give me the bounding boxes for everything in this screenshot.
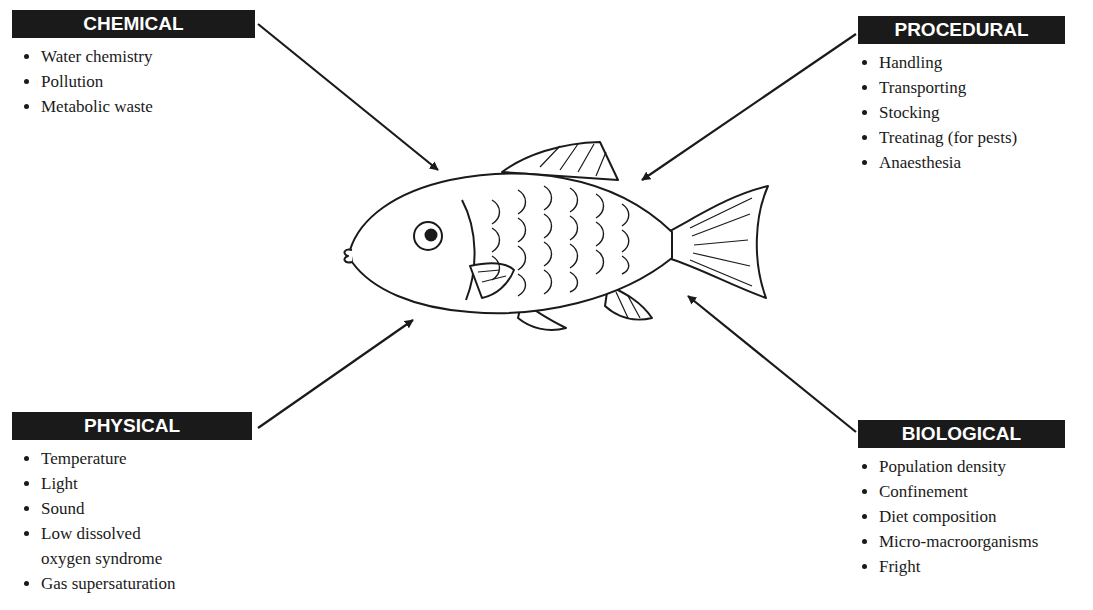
header-text: CHEMICAL — [83, 13, 183, 35]
factor-item: Stocking — [862, 100, 1065, 125]
factor-text: Fright — [879, 554, 921, 579]
factor-item: Diet composition — [862, 504, 1065, 529]
factor-item: Light — [24, 471, 252, 496]
factor-list: Water chemistryPollutionMetabolic waste — [24, 44, 255, 119]
factor-text: Low dissolved oxygen syndrome — [41, 521, 166, 571]
factor-text: Water chemistry — [41, 44, 152, 69]
factor-text: Gas supersaturation — [41, 571, 176, 596]
header-text: PHYSICAL — [84, 415, 180, 437]
bullet-dot — [862, 514, 867, 519]
leader-arrow — [258, 320, 413, 428]
factor-text: Light — [41, 471, 78, 496]
factor-item: Transporting — [862, 75, 1065, 100]
factor-list: Population densityConfinementDiet compos… — [862, 454, 1065, 579]
factor-item: Low dissolved oxygen syndrome — [24, 521, 252, 571]
category-header: BIOLOGICAL — [858, 420, 1065, 448]
factor-item: Handling — [862, 50, 1065, 75]
factor-item: Metabolic waste — [24, 94, 255, 119]
stress-category: BIOLOGICAL Population densityConfinementD… — [858, 420, 1065, 579]
factor-item: Water chemistry — [24, 44, 255, 69]
bullet-dot — [862, 564, 867, 569]
factor-text: Metabolic waste — [41, 94, 153, 119]
factor-item: Gas supersaturation — [24, 571, 252, 596]
bullet-dot — [862, 85, 867, 90]
factor-item: Pollution — [24, 69, 255, 94]
factor-text: Sound — [41, 496, 84, 521]
factor-list: HandlingTransportingStockingTreatinag (f… — [862, 50, 1065, 175]
bullet-dot — [24, 506, 29, 511]
factor-text: Micro-macroorganisms — [879, 529, 1038, 554]
factor-text: Confinement — [879, 479, 968, 504]
factor-item: Micro-macroorganisms — [862, 529, 1065, 554]
bullet-dot — [24, 104, 29, 109]
factor-text: Population density — [879, 454, 1006, 479]
factor-text: Diet composition — [879, 504, 997, 529]
bullet-dot — [862, 489, 867, 494]
factor-text: Stocking — [879, 100, 939, 125]
factor-text: Temperature — [41, 446, 127, 471]
factor-item: Population density — [862, 454, 1065, 479]
factor-text: Anaesthesia — [879, 150, 961, 175]
category-header: PROCEDURAL — [858, 16, 1065, 44]
leader-arrows — [258, 24, 856, 432]
stress-category: CHEMICAL Water chemistryPollutionMetaboli… — [12, 10, 255, 119]
fish — [345, 142, 768, 330]
leader-arrow — [642, 34, 856, 180]
factor-text: Treatinag (for pests) — [879, 125, 1017, 150]
factor-text: Pollution — [41, 69, 103, 94]
factor-text: Handling — [879, 50, 942, 75]
bullet-dot — [862, 135, 867, 140]
factor-item: Anaesthesia — [862, 150, 1065, 175]
header-text: PROCEDURAL — [894, 19, 1028, 41]
header-text: BIOLOGICAL — [902, 423, 1021, 445]
factor-item: Sound — [24, 496, 252, 521]
factor-item: Confinement — [862, 479, 1065, 504]
category-header: CHEMICAL — [12, 10, 255, 38]
bullet-dot — [24, 79, 29, 84]
factor-item: Temperature — [24, 446, 252, 471]
factor-text: Transporting — [879, 75, 966, 100]
factor-list: TemperatureLightSoundLow dissolved oxyge… — [24, 446, 252, 596]
bullet-dot — [24, 54, 29, 59]
bullet-dot — [24, 531, 29, 536]
factor-item: Fright — [862, 554, 1065, 579]
stress-category: PROCEDURAL HandlingTransportingStockingTr… — [858, 16, 1065, 175]
bullet-dot — [862, 539, 867, 544]
category-header: PHYSICAL — [12, 412, 252, 440]
bullet-dot — [24, 456, 29, 461]
bullet-dot — [862, 60, 867, 65]
bullet-dot — [862, 160, 867, 165]
leader-arrow — [258, 24, 438, 170]
bullet-dot — [24, 481, 29, 486]
factor-item: Treatinag (for pests) — [862, 125, 1065, 150]
bullet-dot — [862, 464, 867, 469]
stress-category: PHYSICAL TemperatureLightSoundLow dissolv… — [12, 412, 252, 596]
leader-arrow — [688, 296, 856, 432]
bullet-dot — [862, 110, 867, 115]
bullet-dot — [24, 581, 29, 586]
